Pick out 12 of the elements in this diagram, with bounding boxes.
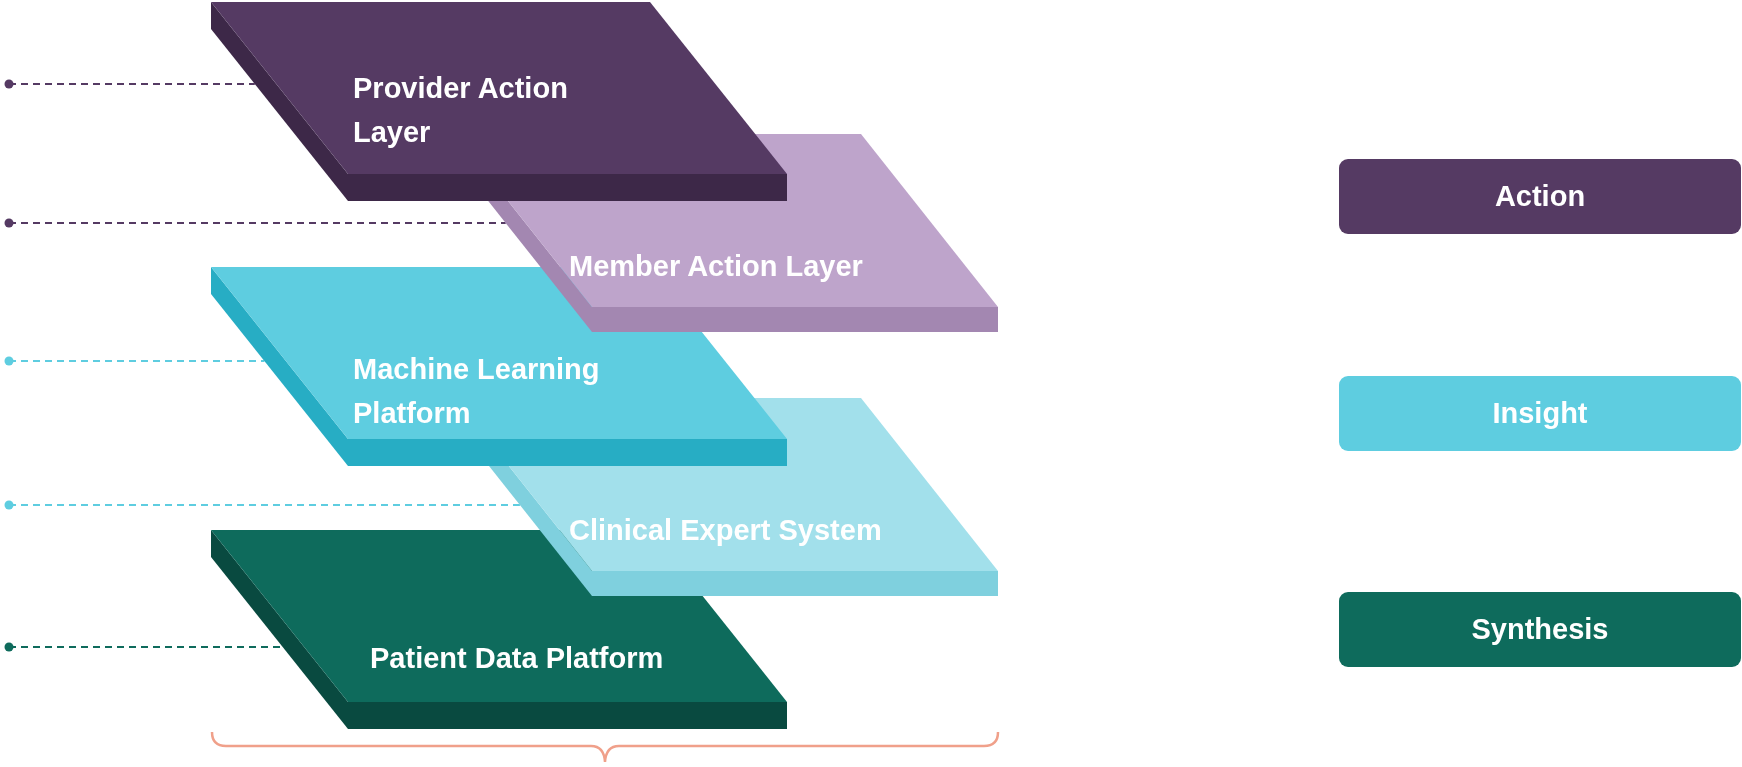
layer-label: Provider Action Layer: [353, 71, 569, 150]
legend-label: Action: [1339, 159, 1741, 234]
legend-label: Insight: [1339, 376, 1741, 451]
layer-label: Patient Data Platform: [370, 641, 664, 676]
legend-label: Synthesis: [1339, 592, 1741, 667]
leader-line: [4, 356, 266, 366]
leader-line: [4, 500, 521, 510]
leader-line: [4, 218, 507, 228]
leader-line: [4, 79, 256, 89]
layer-label: Clinical Expert System: [569, 513, 882, 548]
layer-label: Member Action Layer: [569, 249, 863, 284]
layer-label: Machine Learning Platform: [353, 352, 601, 431]
